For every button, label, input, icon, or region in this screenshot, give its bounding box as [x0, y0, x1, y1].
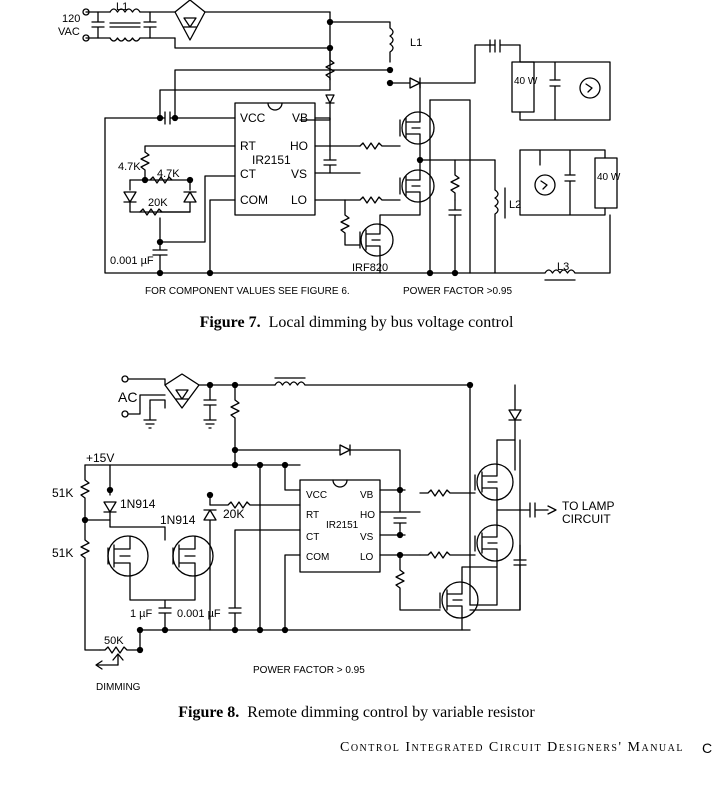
fig7-pin-vs: VS — [291, 167, 307, 181]
fig8-pin-vcc: VCC — [306, 490, 327, 501]
fig7-ic-label: IR2151 — [252, 153, 291, 167]
fig8-diode-b: 1N914 — [160, 513, 196, 527]
fig8-pin-ho: HO — [360, 510, 375, 521]
fig7-resistor-20k: 20K — [148, 197, 168, 209]
fig7-inductor-l1-bus: L1 — [410, 37, 422, 49]
fig8-resistor-50k: 50K — [104, 635, 124, 647]
figure7-caption-text: Local dimming by bus voltage control — [268, 314, 514, 331]
fig8-ic-label: IR2151 — [326, 520, 359, 531]
fig7-source-line1: 120 — [62, 13, 80, 25]
fig7-inductor-l2: L2 — [509, 199, 521, 211]
fig7-pin-ct: CT — [240, 167, 257, 181]
fig8-power-factor: POWER FACTOR > 0.95 — [253, 665, 365, 676]
fig7-pin-vb: VB — [292, 111, 308, 125]
footer-title: Control Integrated Circuit Designers' Ma… — [340, 740, 684, 755]
figure8-caption: Figure 8. Remote dimming control by vari… — [0, 704, 713, 722]
fig7-capacitor: 0.001 µF — [110, 255, 154, 267]
fig7-pin-lo: LO — [291, 193, 307, 207]
fig7-pin-ho: HO — [290, 139, 308, 153]
fig8-capacitor-0001uf: 0.001 µF — [177, 608, 221, 620]
fig7-inductor-l3: L3 — [557, 261, 569, 273]
figure7-number: Figure 7. — [199, 314, 261, 331]
fig7-pin-rt: RT — [240, 139, 256, 153]
fig7-pin-vcc: VCC — [240, 111, 266, 125]
figure7-caption: Figure 7. Local dimming by bus voltage c… — [0, 314, 713, 332]
figure8-circuit — [80, 373, 557, 670]
fig8-pin-vb: VB — [360, 490, 374, 501]
fig8-resistor-51k-a: 51K — [52, 486, 73, 500]
fig7-mosfet-label: IRF820 — [352, 262, 388, 274]
fig7-note: FOR COMPONENT VALUES SEE FIGURE 6. — [145, 286, 350, 297]
figure8-caption-text: Remote dimming control by variable resis… — [247, 704, 535, 721]
fig8-source: AC — [118, 389, 137, 405]
fig7-pin-com: COM — [240, 193, 268, 207]
fig8-capacitor-1uf: 1 µF — [130, 608, 153, 620]
figure7-circuit — [82, 0, 618, 281]
fig7-inductor-l1-in: L1 — [116, 1, 128, 13]
fig7-lamp-2: 40 W — [597, 172, 621, 183]
fig8-pin-lo: LO — [360, 552, 374, 563]
fig7-source-line2: VAC — [58, 26, 80, 38]
fig8-dimming: DIMMING — [96, 682, 141, 693]
fig8-pin-vs: VS — [360, 532, 374, 543]
fig8-supply: +15V — [86, 451, 114, 465]
fig8-resistor-51k-b: 51K — [52, 546, 73, 560]
fig8-diode-a: 1N914 — [120, 497, 156, 511]
fig8-output-line2: CIRCUIT — [562, 512, 611, 526]
fig7-lamp-1: 40 W — [514, 76, 538, 87]
fig7-power-factor: POWER FACTOR >0.95 — [403, 286, 512, 297]
page-mark: C — [702, 740, 712, 756]
fig8-pin-com: COM — [306, 552, 329, 563]
figure8-number: Figure 8. — [178, 704, 240, 721]
fig8-pin-ct: CT — [306, 532, 319, 543]
fig7-resistor-4k7-a: 4.7K — [118, 161, 141, 173]
fig8-pin-rt: RT — [306, 510, 319, 521]
fig8-output-line1: TO LAMP — [562, 499, 614, 513]
fig7-resistor-4k7-b: 4.7K — [157, 168, 180, 180]
fig8-resistor-20k: 20K — [223, 507, 244, 521]
